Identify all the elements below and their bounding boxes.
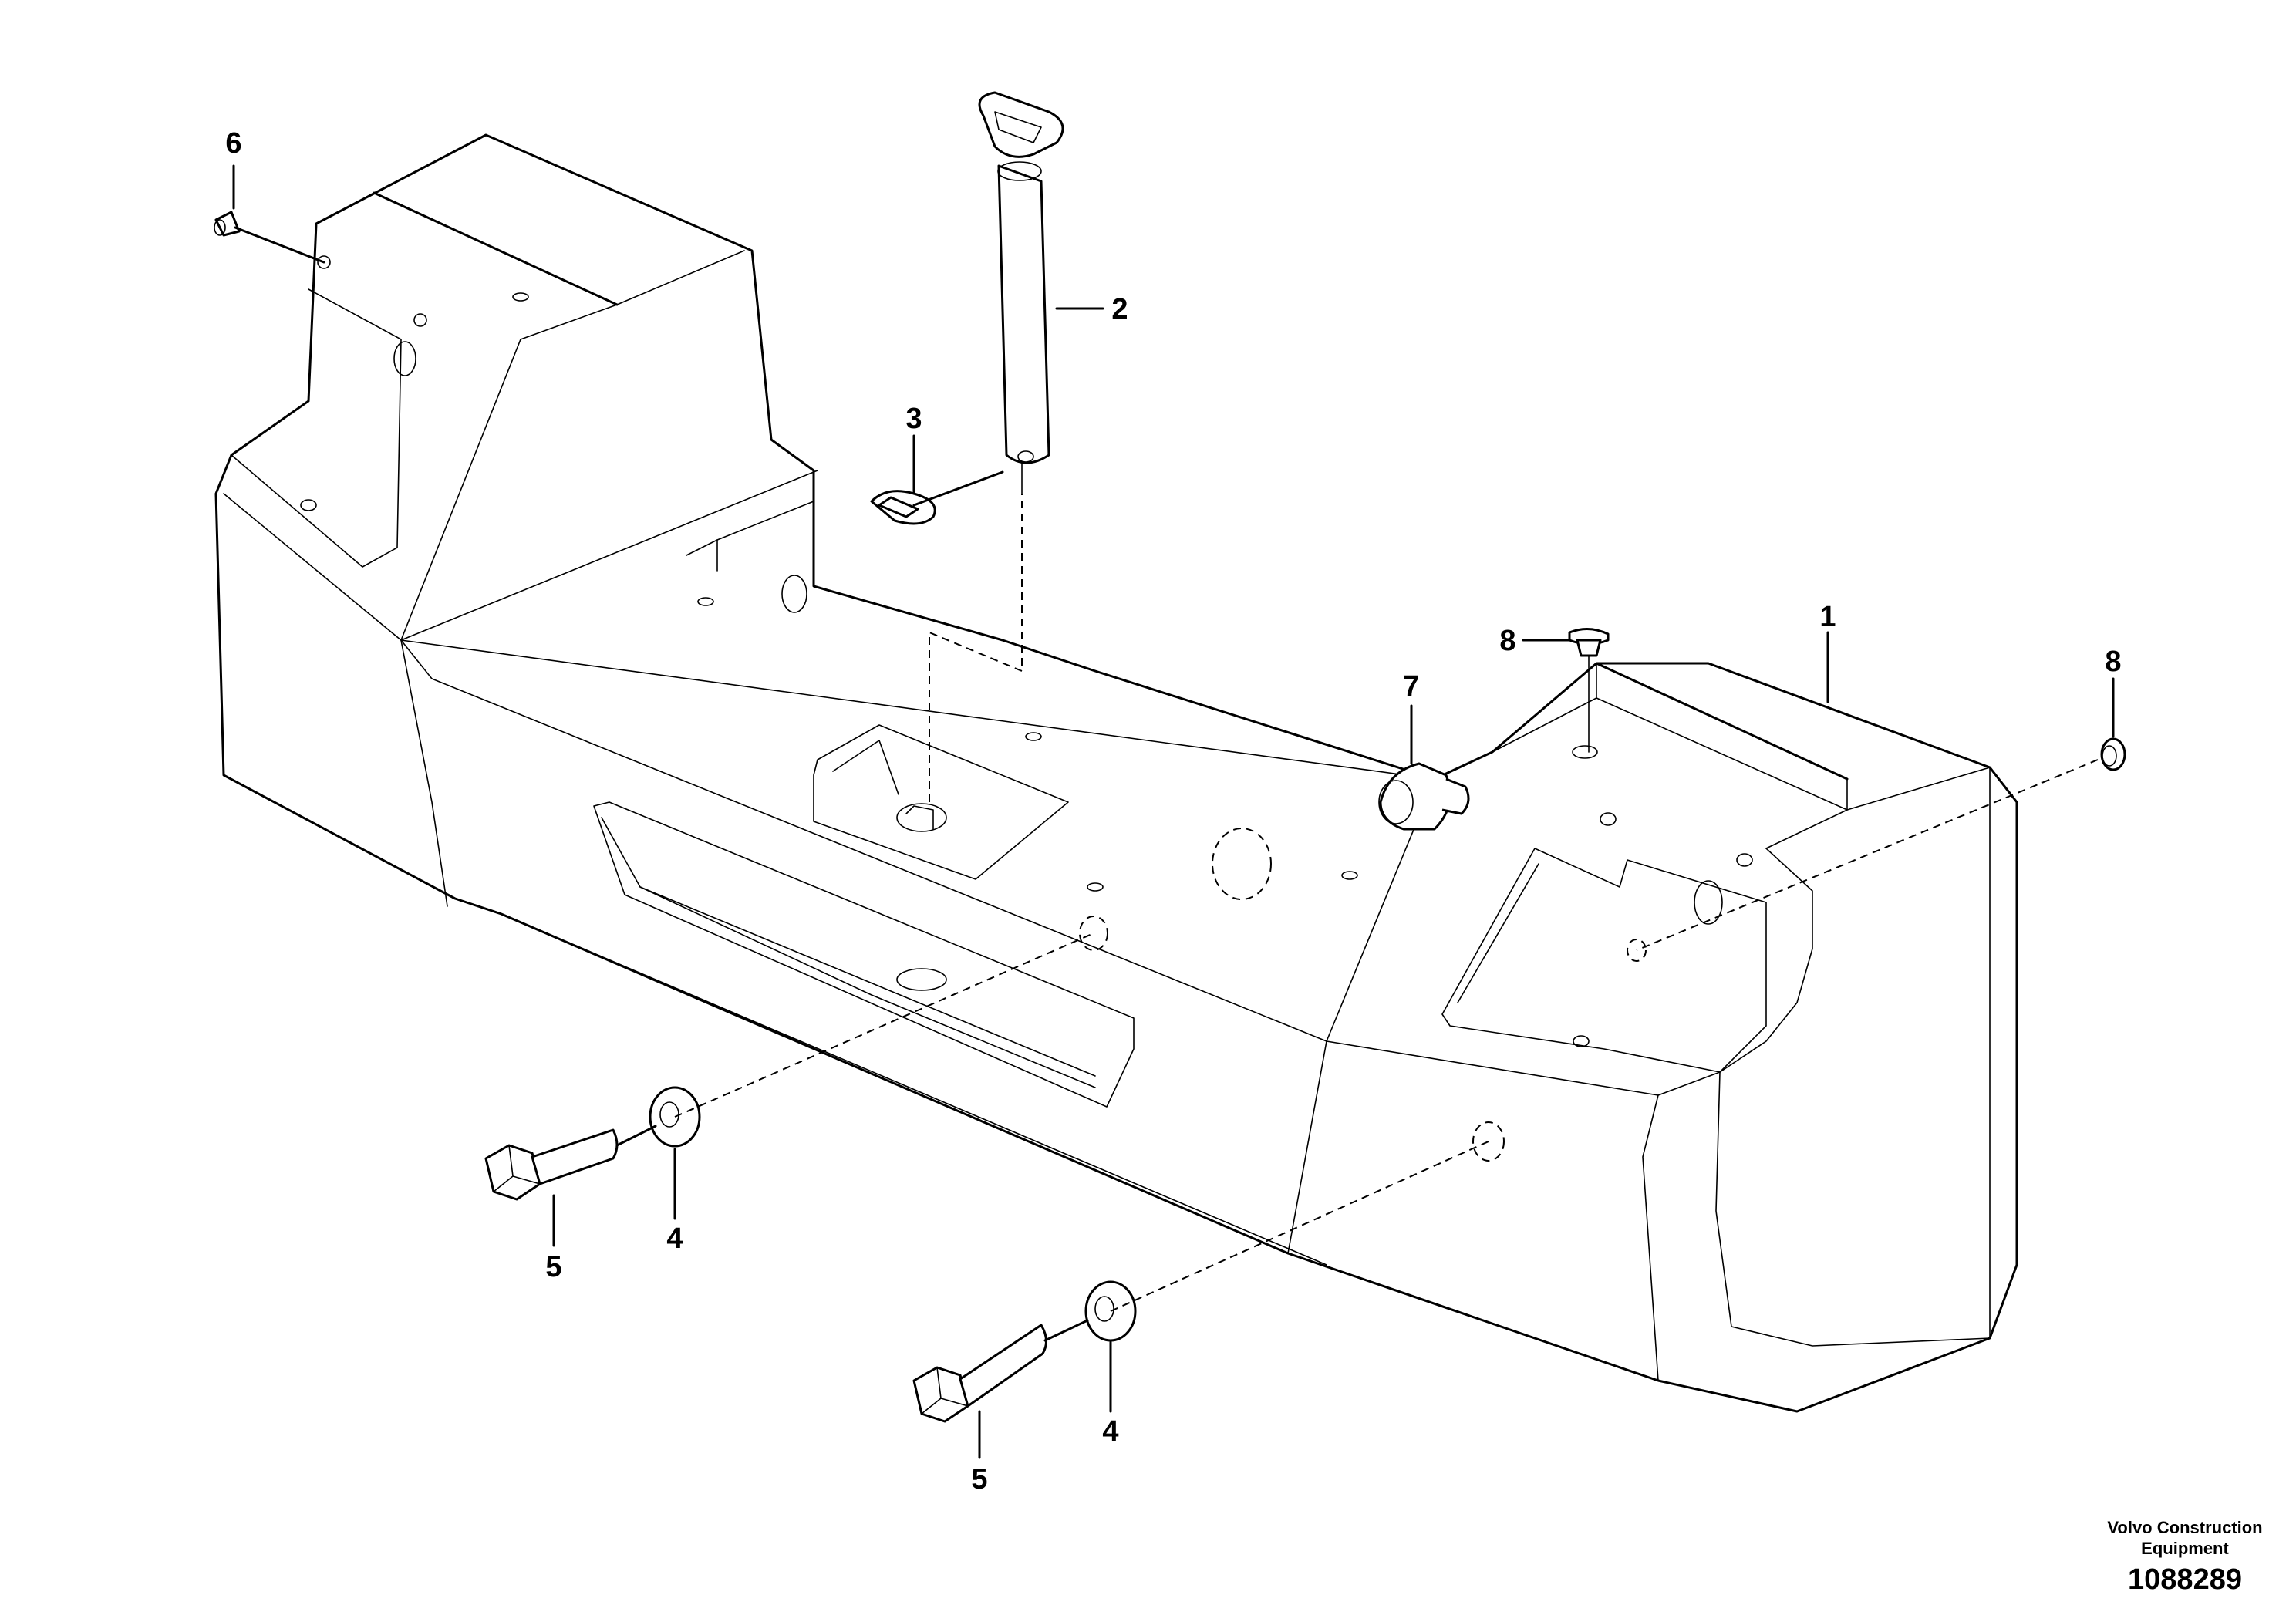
rubber-buffer: [1378, 762, 1470, 831]
callout-8-right: 8: [2105, 646, 2121, 678]
callout-7: 7: [1403, 670, 1419, 703]
callout-3: 3: [905, 403, 922, 435]
callout-4-right: 4: [1102, 1415, 1118, 1448]
callout-leaders: [232, 164, 2115, 1459]
callout-6: 6: [225, 127, 241, 160]
plug-8-top: [1568, 628, 1610, 753]
lock-pin: [978, 91, 1064, 464]
plug-8-right: [1636, 737, 2126, 951]
pin-hidden-axis: [929, 462, 1023, 802]
callout-4-left: 4: [666, 1222, 683, 1255]
bolt-5-right: [912, 1141, 1489, 1423]
callout-1: 1: [1819, 601, 1836, 633]
callout-8-top: 8: [1499, 625, 1515, 657]
callout-5-left: 5: [545, 1251, 561, 1283]
linch-pin: [870, 470, 1004, 525]
counterweight-body: [214, 133, 2018, 1413]
bolt-5-left: [484, 932, 1094, 1201]
screw-6: [214, 211, 325, 264]
callout-2: 2: [1111, 293, 1128, 325]
drawing-number: 1088289: [2128, 1563, 2242, 1596]
company-name-line2: Equipment: [2141, 1539, 2229, 1558]
company-name-line1: Volvo Construction: [2107, 1518, 2262, 1537]
callout-5-right: 5: [971, 1463, 987, 1496]
